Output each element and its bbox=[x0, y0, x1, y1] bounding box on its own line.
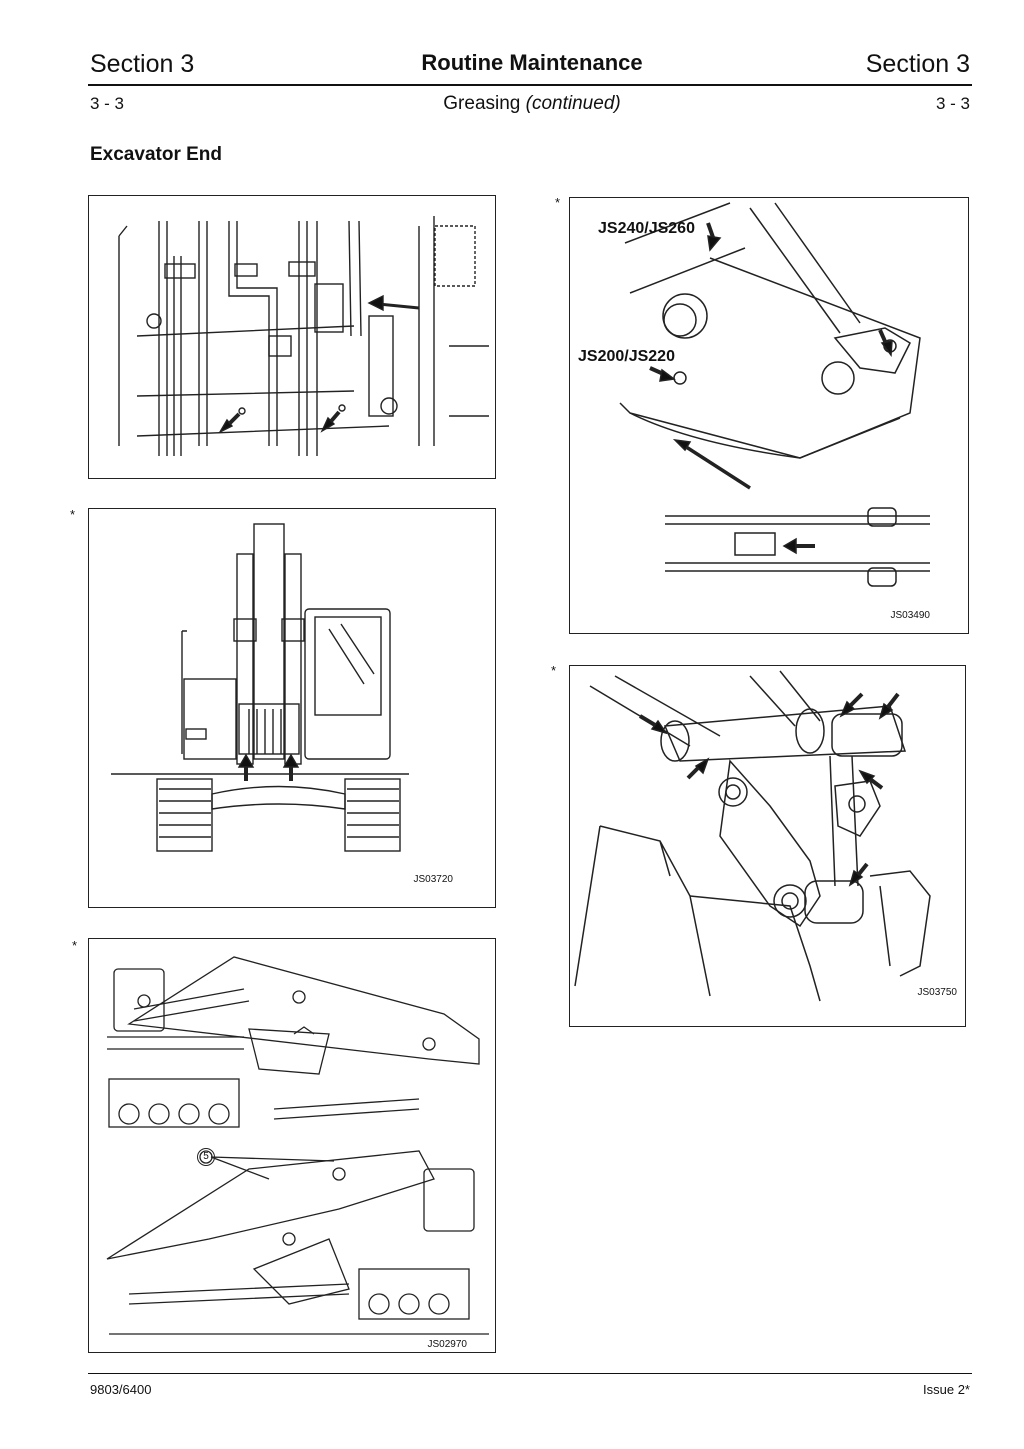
figure-asterisk: * bbox=[72, 938, 78, 953]
callout-number: 5 bbox=[197, 1148, 215, 1166]
figure-front-view: JS03720 bbox=[88, 508, 496, 908]
figure-bucket-linkage: JS03750 bbox=[569, 665, 966, 1027]
side-views-illustration bbox=[106, 956, 489, 1335]
figure-code: JS03750 bbox=[917, 987, 957, 998]
figure-asterisk: * bbox=[555, 195, 561, 210]
subtitle-main: Greasing bbox=[443, 93, 521, 114]
figure-side-views: 5 JS02970 bbox=[88, 938, 496, 1353]
section-label-left: Section 3 bbox=[90, 50, 195, 78]
figure-code: JS03720 bbox=[413, 874, 453, 885]
model-label-js240: JS240/JS260 bbox=[598, 220, 695, 237]
figure-asterisk: * bbox=[551, 663, 557, 678]
footer-rule bbox=[88, 1373, 972, 1374]
model-label-js200: JS200/JS220 bbox=[578, 348, 675, 365]
arm-end-illustration bbox=[619, 202, 930, 587]
figure-hoses bbox=[88, 195, 496, 479]
figure-code: JS02970 bbox=[427, 1339, 467, 1350]
page-number-left: 3 - 3 bbox=[90, 94, 125, 113]
issue-label: Issue 2* bbox=[923, 1382, 970, 1397]
front-view-illustration bbox=[111, 523, 409, 852]
page-subtitle: Greasing (continued) bbox=[0, 93, 1024, 115]
section-label-right: Section 3 bbox=[865, 50, 970, 78]
page-title: Routine Maintenance bbox=[421, 50, 643, 75]
document-number: 9803/6400 bbox=[90, 1382, 152, 1397]
figure-code: JS03490 bbox=[890, 610, 930, 621]
hoses-illustration bbox=[118, 216, 489, 456]
subtitle-note: (continued) bbox=[525, 93, 621, 114]
bucket-linkage-illustration bbox=[574, 670, 931, 1002]
header-rule bbox=[88, 84, 972, 86]
figure-arm-end: JS240/JS260 JS200/JS220 JS03490 bbox=[569, 197, 969, 634]
page-number-right: 3 - 3 bbox=[935, 94, 970, 113]
figure-asterisk: * bbox=[70, 507, 76, 522]
section-heading: Excavator End bbox=[90, 144, 222, 165]
